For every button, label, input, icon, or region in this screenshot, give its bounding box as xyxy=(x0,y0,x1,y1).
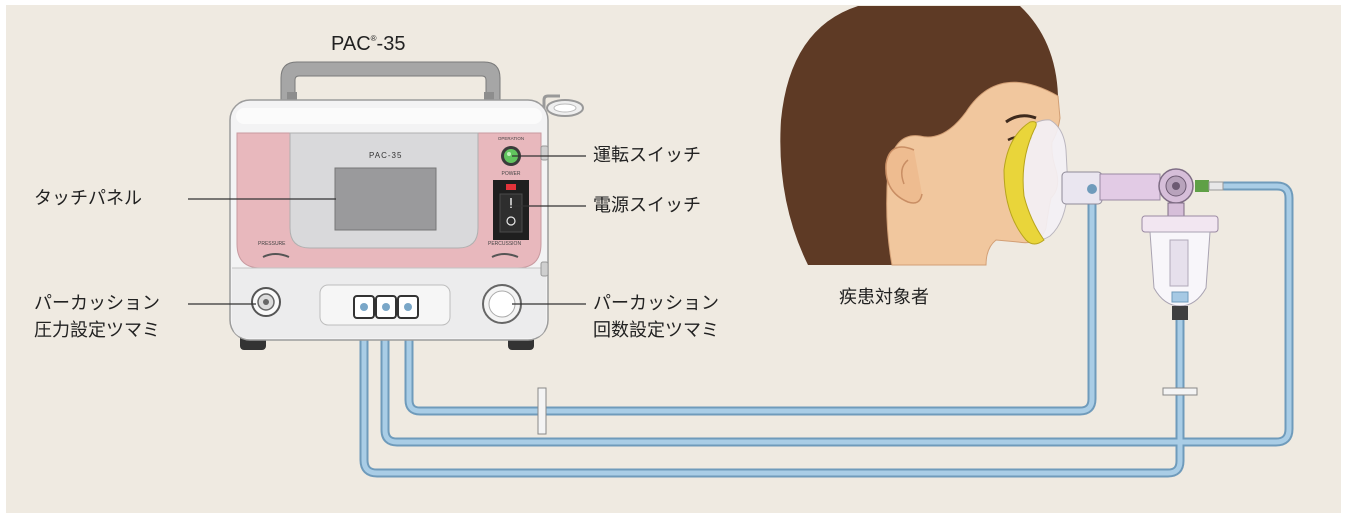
output-ports xyxy=(353,295,419,319)
device-title-mark: ® xyxy=(370,34,377,43)
label-patient: 疾患対象者 xyxy=(839,287,929,308)
label-percussion-line2: 回数設定ツマミ xyxy=(593,320,719,341)
mask-cushion xyxy=(1003,121,1045,245)
valve-connector xyxy=(1195,180,1209,192)
device-title-suffix: -35 xyxy=(376,33,406,55)
side-hook xyxy=(542,94,560,128)
label-pressure-line1: パーカッション xyxy=(34,293,160,314)
device-pac35 xyxy=(229,61,584,350)
touch-panel-screen xyxy=(334,167,437,231)
background-panel xyxy=(6,5,1341,513)
panel-percussion-text: PERCUSSION xyxy=(488,241,522,247)
panel-operation-text: OPERATION xyxy=(497,136,525,141)
panel-pressure-text: PRESSURE xyxy=(258,241,286,247)
panel-model-text: PAC-35 xyxy=(369,151,403,160)
tube-clamp-right xyxy=(1162,387,1198,396)
label-power-switch: 電源スイッチ xyxy=(593,195,701,216)
device-title-main: PAC xyxy=(331,33,371,55)
label-operation-switch: 運転スイッチ xyxy=(593,145,701,166)
nebulizer-cap xyxy=(1141,215,1219,233)
leader-lines xyxy=(188,155,586,305)
label-percussion-line1: パーカッション xyxy=(593,293,719,314)
circuit-pipe xyxy=(1099,173,1161,201)
device-title: PAC®-35 xyxy=(331,33,405,56)
label-pressure-line2: 圧力設定ツマミ xyxy=(34,320,160,341)
tubing xyxy=(359,181,1294,478)
nebulizer-nozzle xyxy=(1172,306,1188,320)
panel-power-text: POWER xyxy=(501,171,521,177)
label-touch-panel: タッチパネル xyxy=(34,188,142,209)
nebulizer-circuit xyxy=(1061,168,1224,320)
tube-clamp-left xyxy=(537,387,547,435)
patient-ear xyxy=(885,146,923,204)
patient-eyebrow xyxy=(1005,114,1037,124)
patient-figure xyxy=(780,6,1069,266)
